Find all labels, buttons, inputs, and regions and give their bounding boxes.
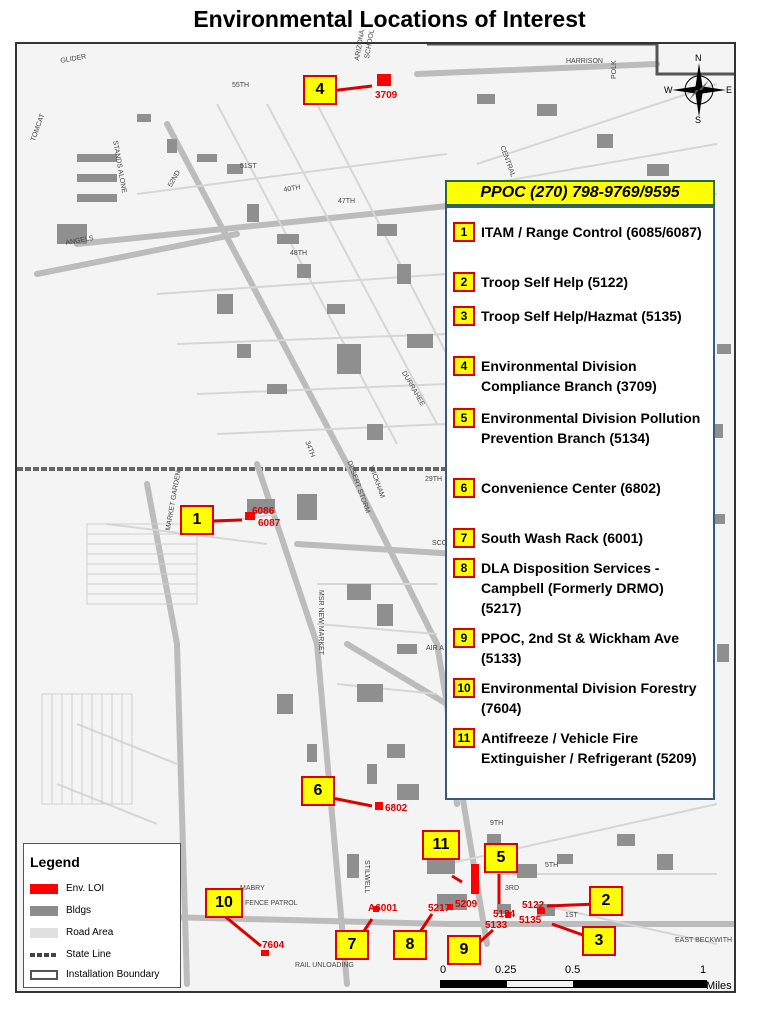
callout-6[interactable]: 6 [301, 776, 335, 806]
compass-icon: N S E W [664, 53, 732, 125]
street-label: HARRISON [566, 58, 603, 65]
item-text: ITAM / Range Control (6085/6087) [481, 224, 702, 240]
ppoc-item[interactable]: 6 Convenience Center (6802) [453, 478, 705, 498]
ppoc-item[interactable]: 8 DLA Disposition Services - Campbell (Fo… [453, 558, 705, 618]
street-label: 5TH [545, 862, 559, 869]
street-label: 1ST [565, 912, 578, 919]
street-label: SCO [432, 540, 448, 547]
ppoc-item[interactable]: 7 South Wash Rack (6001) [453, 528, 705, 548]
site-label: 5134 [493, 909, 516, 920]
item-text: South Wash Rack (6001) [481, 530, 644, 546]
site-label: 6086 [252, 506, 275, 517]
compass-w: W [664, 85, 673, 95]
item-number: 7 [453, 528, 475, 548]
site-label: 5209 [455, 899, 478, 910]
street-label: POLK [611, 60, 618, 79]
callout-5[interactable]: 5 [484, 843, 518, 873]
legend-title: Legend [30, 854, 80, 870]
compass-s: S [695, 115, 701, 123]
street-label: STILWELL [363, 860, 370, 894]
street-label: RAIL UNLOADING [295, 962, 354, 969]
street-label: MSR NEW MARKET [317, 590, 324, 655]
street-label: 48TH [290, 250, 308, 257]
item-text: Troop Self Help (5122) [481, 274, 629, 290]
ppoc-item[interactable]: 2 Troop Self Help (5122) [453, 272, 705, 292]
site-label: A6001 [368, 903, 398, 914]
item-number: 3 [453, 306, 475, 326]
street-label: 29TH [425, 476, 443, 483]
ppoc-item[interactable]: 11 Antifreeze / Vehicle Fire Extinguisher… [453, 728, 705, 768]
callout-7[interactable]: 7 [335, 930, 369, 960]
ppoc-item[interactable]: 10 Environmental Division Forestry (7604) [453, 678, 705, 718]
item-number: 5 [453, 408, 475, 428]
street-label: 55TH [232, 82, 250, 89]
item-text: PPOC, 2nd St & Wickham Ave (5133) [481, 630, 679, 666]
street-label: 51ST [240, 163, 257, 170]
item-text: DLA Disposition Services - Campbell (For… [481, 560, 664, 616]
scale-bar: 0 0.25 0.5 1 Miles [440, 964, 732, 992]
callout-4[interactable]: 4 [303, 75, 337, 105]
compass-e: E [726, 85, 732, 95]
item-text: Environmental Division Forestry (7604) [481, 680, 697, 716]
site-label: 6802 [385, 803, 408, 814]
ppoc-item[interactable]: 5 Environmental Division Pollution Preven… [453, 408, 709, 448]
compass-rose: N S E W [664, 53, 734, 125]
street-label: FENCE PATROL [245, 900, 298, 907]
site-label: 5135 [519, 915, 542, 926]
item-number: 4 [453, 356, 475, 376]
callout-1[interactable]: 1 [180, 505, 214, 535]
item-number: 2 [453, 272, 475, 292]
item-number: 6 [453, 478, 475, 498]
street-label: 3RD [505, 885, 520, 892]
compass-n: N [695, 53, 702, 63]
ppoc-item[interactable]: 3 Troop Self Help/Hazmat (5135) [453, 306, 705, 326]
site-label: 6087 [258, 518, 281, 529]
callout-3[interactable]: 3 [582, 926, 616, 956]
callout-2[interactable]: 2 [589, 886, 623, 916]
item-text: Convenience Center (6802) [481, 480, 661, 496]
item-text: Antifreeze / Vehicle Fire Extinguisher /… [481, 730, 697, 766]
street-label: 9TH [490, 820, 504, 827]
callout-9[interactable]: 9 [447, 935, 481, 965]
ppoc-header: PPOC (270) 798-9769/9595 [445, 180, 715, 206]
street-label: 47TH [338, 198, 356, 205]
callout-11[interactable]: 11 [422, 830, 460, 860]
item-text: Environmental Division Compliance Branch… [481, 358, 657, 394]
site-label: 5133 [485, 920, 508, 931]
item-number: 9 [453, 628, 475, 648]
ppoc-item[interactable]: 1 ITAM / Range Control (6085/6087) [453, 222, 705, 242]
item-number: 1 [453, 222, 475, 242]
map-legend: Legend Env. LOI Bldgs Road Area State Li… [23, 843, 181, 988]
item-text: Environmental Division Pollution Prevent… [481, 410, 701, 446]
street-label: MABRY [240, 885, 265, 892]
item-number: 11 [453, 728, 475, 748]
site-label: 3709 [375, 90, 398, 101]
ppoc-item[interactable]: 4 Environmental Division Compliance Branc… [453, 356, 705, 396]
item-number: 8 [453, 558, 475, 578]
item-number: 10 [453, 678, 475, 698]
map-title: Environmental Locations of Interest [193, 6, 586, 32]
site-label: 5217 [428, 903, 451, 914]
callout-10[interactable]: 10 [205, 888, 243, 918]
site-label: 7604 [262, 940, 285, 951]
site-label: 5122 [522, 900, 545, 911]
ppoc-item[interactable]: 9 PPOC, 2nd St & Wickham Ave (5133) [453, 628, 705, 668]
street-label: AIR A [426, 645, 444, 652]
callout-8[interactable]: 8 [393, 930, 427, 960]
street-label: EAST BECKWITH [675, 937, 733, 944]
item-text: Troop Self Help/Hazmat (5135) [481, 308, 682, 324]
